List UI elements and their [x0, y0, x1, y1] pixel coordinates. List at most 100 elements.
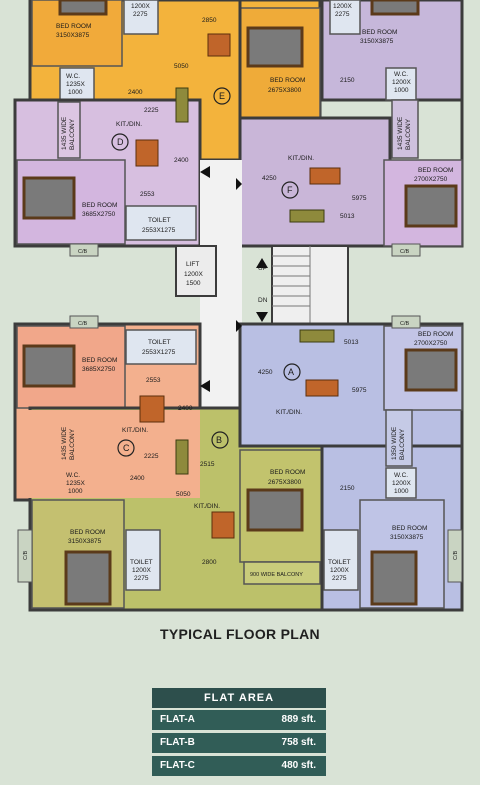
dimension: 2225 — [144, 107, 159, 114]
cb-label: C/B — [453, 551, 459, 561]
dimension: 2400 — [128, 89, 143, 96]
stair-treads — [272, 246, 311, 324]
flat-markers — [111, 87, 301, 457]
room-dim: 3150X3875 — [56, 32, 90, 39]
flat-a-bedroom-1 — [383, 325, 463, 411]
room-dim: 1200X — [392, 480, 411, 487]
lift-label: LIFT — [186, 261, 199, 268]
dimension: 2150 — [340, 485, 355, 492]
room-dim: 3685X2750 — [82, 211, 116, 218]
balcony-label: BALCONY — [405, 118, 412, 150]
room-label: KIT./DIN. — [122, 427, 148, 434]
stair-arrow-icon — [256, 312, 268, 322]
room-label: KIT./DIN. — [116, 121, 142, 128]
flat-b-balcony — [243, 561, 321, 585]
room-dim: 2700X2750 — [414, 340, 448, 347]
room-label: BED ROOM — [56, 23, 91, 30]
dimension: 5013 — [340, 213, 355, 220]
stair-up-label: UP — [258, 265, 267, 272]
flat-name: FLAT-C — [160, 760, 195, 771]
room-label: BED ROOM — [270, 77, 305, 84]
flat-c-over-b — [17, 410, 200, 498]
flat-b-letter: B — [216, 435, 222, 445]
balcony-label: BALCONY — [69, 118, 76, 150]
room-dim: 1000 — [394, 87, 409, 94]
flat-d-letter: D — [117, 137, 124, 147]
flat-name: FLAT-A — [160, 714, 195, 725]
dimension: 2850 — [202, 17, 217, 24]
balcony-label: 1350 WIDE — [391, 426, 398, 460]
flat-f-balcony — [391, 99, 419, 159]
room-label: TOILET — [328, 559, 351, 566]
room-dim: 1000 — [68, 488, 83, 495]
bed-icon — [22, 176, 76, 220]
stair-arrow-icon — [256, 258, 268, 268]
sofa-icon — [175, 87, 335, 475]
dimension: 2515 — [200, 461, 215, 468]
flat-b-toilet — [125, 529, 161, 591]
room-dim: 3150X3875 — [68, 538, 102, 545]
bed-icon — [246, 26, 304, 68]
flat-f-letter: F — [287, 185, 293, 195]
room-dim: 1200X — [333, 3, 352, 10]
dimension: 4250 — [262, 175, 277, 182]
room-label: BED ROOM — [418, 167, 453, 174]
room-label: KIT./DIN. — [288, 155, 314, 162]
lift-shaft — [175, 245, 217, 297]
room-label: W.C. — [66, 73, 80, 80]
room-dim: 3150X3875 — [390, 534, 424, 541]
room-dim: 1200X — [392, 79, 411, 86]
room-dim: 1200X — [330, 567, 349, 574]
balcony-label: 900 WIDE BALCONY — [250, 572, 303, 578]
flat-d-balcony — [57, 101, 81, 159]
room-dim: 2275 — [332, 575, 347, 582]
bed-icon — [370, 550, 418, 606]
flat-a-cb-2 — [447, 529, 463, 583]
flat-a-letter: A — [288, 367, 294, 377]
dimension: 2150 — [340, 77, 355, 84]
room-dim: 3685X2750 — [82, 366, 116, 373]
room-dim: 1235X — [66, 480, 85, 487]
flat-area: 758 sft. — [281, 737, 316, 748]
dimension: 5975 — [352, 387, 367, 394]
room-label: BED ROOM — [362, 29, 397, 36]
stair-down-label: DN — [258, 297, 268, 304]
dimension: 5050 — [174, 63, 189, 70]
balcony-label: 1435 WIDE — [397, 116, 404, 150]
dimension: 5050 — [176, 491, 191, 498]
dimension: 5013 — [344, 339, 359, 346]
room-label: BED ROOM — [270, 469, 305, 476]
room-label: KIT./DIN. — [194, 503, 220, 510]
dimension: 4250 — [258, 369, 273, 376]
room-label: TOILET — [148, 339, 171, 346]
flat-f-toilet — [329, 0, 361, 35]
room-label: TOILET — [148, 217, 171, 224]
room-label: BED ROOM — [82, 202, 117, 209]
room-dim: 2675X3800 — [268, 479, 302, 486]
flat-a-balcony — [385, 409, 413, 467]
flat-e-letter: E — [219, 91, 225, 101]
room-dim: 1235X — [66, 81, 85, 88]
flat-a-wc — [385, 467, 417, 499]
room-dim: 2675X3800 — [268, 87, 302, 94]
room-label: W.C. — [394, 71, 408, 78]
room-dim: 2275 — [335, 11, 350, 18]
lift-size: 1500 — [186, 280, 201, 287]
room-dim: 2553X1275 — [142, 227, 176, 234]
area-table-header: FLAT AREA — [152, 688, 326, 710]
cb-label: C/B — [78, 321, 88, 327]
flat-f-cb — [391, 243, 421, 257]
cb-label: C/B — [23, 551, 29, 561]
bed-icon — [246, 488, 304, 532]
area-row: FLAT-C 480 sft. — [152, 756, 326, 779]
room-dim: 2553X1275 — [142, 349, 176, 356]
bed-icon — [22, 344, 76, 388]
flat-area-table: FLAT AREA FLAT-A 889 sft. FLAT-B 758 sft… — [152, 688, 326, 779]
floor-plan-drawing: E BED ROOM 3150X3875 1200X 2275 2850 BED… — [13, 0, 464, 612]
flat-area: 480 sft. — [281, 760, 316, 771]
flat-c-toilet — [125, 329, 197, 365]
dimension: 5975 — [352, 195, 367, 202]
bed-icon — [64, 550, 112, 606]
balcony-label: 1435 WIDE — [61, 116, 68, 150]
dimension: 2800 — [202, 559, 217, 566]
